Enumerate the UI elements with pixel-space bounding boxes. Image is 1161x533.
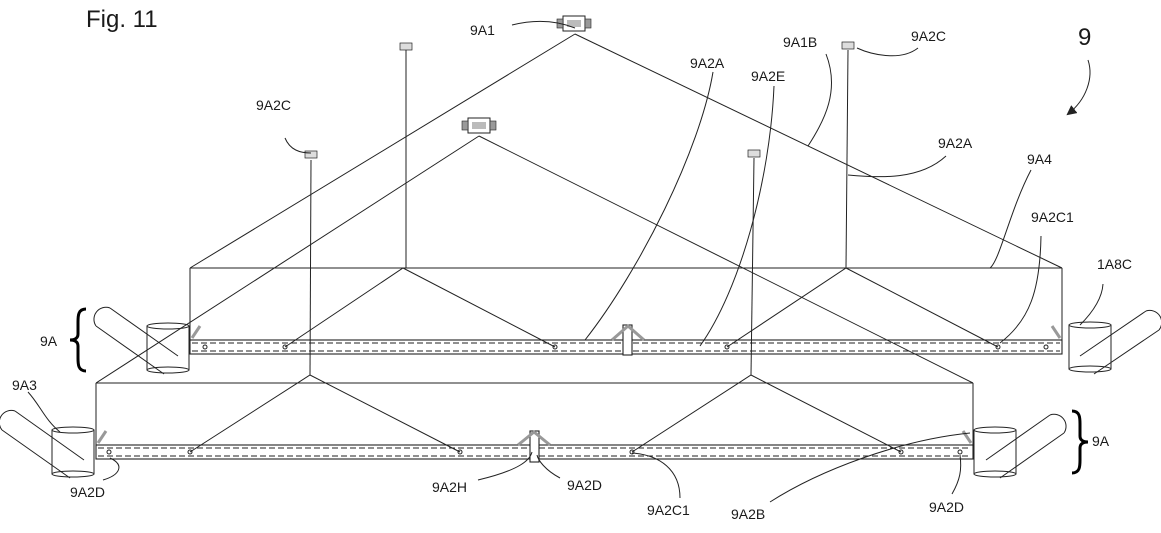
lower-right-truss (631, 374, 902, 453)
label-9A2D-right: 9A2D (929, 499, 964, 515)
lower-pivot-1 (106, 449, 112, 455)
right-brace (1071, 409, 1089, 475)
label-9A4: 9A4 (1027, 151, 1052, 167)
upper-left-end-bracket (190, 325, 202, 339)
label-9A2C-left: 9A2C (256, 97, 291, 113)
lower-pivot-3 (457, 449, 463, 455)
label-9A2C1-right: 9A2C1 (1031, 209, 1074, 225)
lower-pivot-5 (898, 449, 904, 455)
leader-lines (27, 20, 1104, 503)
lower-level-assembly (0, 374, 1067, 479)
lower-left-tube (0, 409, 85, 479)
upper-pivot-6 (1043, 344, 1049, 350)
suspension-lines (95, 33, 1063, 384)
label-9A2E: 9A2E (751, 68, 785, 84)
label-9A2D-middle: 9A2D (567, 477, 602, 493)
lower-right-end-bracket (961, 430, 973, 444)
lower-pivot-2 (187, 449, 193, 455)
upper-pivot-3 (552, 344, 558, 350)
upper-level-assembly (93, 267, 1161, 375)
upper-left-tube (93, 306, 179, 375)
label-9A2A-right: 9A2A (938, 135, 973, 151)
upper-beam-left (189, 339, 627, 355)
label-9A2H: 9A2H (432, 479, 467, 495)
label-9A2B: 9A2B (731, 506, 765, 522)
left-brace (69, 307, 87, 373)
label-9A-right: 9A (1092, 433, 1110, 449)
small-hoist-2 (841, 41, 855, 50)
label-9A-left: 9A (40, 333, 58, 349)
lower-left-cylinder (51, 426, 95, 478)
lower-pivot-4 (629, 449, 635, 455)
upper-left-cylinder (146, 322, 190, 374)
label-9A2C1-bottom: 9A2C1 (647, 502, 690, 518)
label-9A3: 9A3 (12, 377, 37, 393)
upper-pivot-4 (724, 344, 730, 350)
upper-right-end-bracket (1050, 325, 1062, 339)
lower-beam-right (535, 444, 974, 460)
assembly-arrow (1066, 59, 1091, 116)
upper-pivot-2 (282, 344, 288, 350)
small-hoist-4 (747, 149, 761, 158)
lower-left-end-bracket (96, 430, 108, 444)
figure-label: Fig. 11 (86, 6, 158, 33)
lower-right-tube (985, 413, 1067, 479)
label-9A2A-middle: 9A2A (690, 55, 725, 71)
secondary-hoist (461, 117, 497, 134)
label-9A2D-left: 9A2D (70, 484, 105, 500)
lower-center-bracket (517, 430, 551, 447)
lower-beam-left (95, 444, 533, 460)
small-hoist-1 (399, 42, 413, 51)
upper-center-bracket (611, 324, 645, 342)
upper-pivot-1 (202, 344, 208, 350)
label-9A1B: 9A1B (783, 34, 817, 50)
assembly-reference-number: 9 (1078, 24, 1092, 51)
lower-right-cylinder (973, 426, 1017, 478)
small-hoist-3 (304, 150, 318, 159)
label-9A1: 9A1 (470, 22, 495, 38)
label-1A8C: 1A8C (1097, 256, 1132, 272)
lower-left-truss (189, 374, 461, 453)
label-9A2C-top: 9A2C (911, 28, 946, 44)
upper-right-cylinder (1068, 321, 1112, 373)
upper-left-truss (284, 267, 556, 348)
lower-pivot-6 (957, 449, 963, 455)
upper-pivot-5 (995, 344, 1001, 350)
